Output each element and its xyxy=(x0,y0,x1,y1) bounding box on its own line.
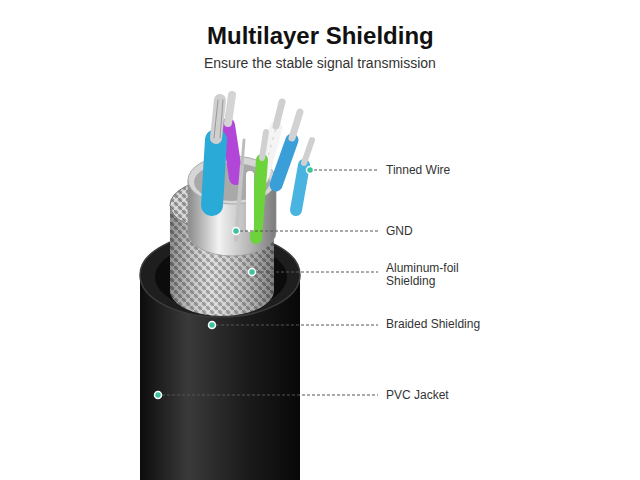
tinned-strands-part xyxy=(228,95,232,123)
inner-wires-part xyxy=(228,125,236,178)
tinned-strands-part xyxy=(242,140,244,165)
tinned-strands-part xyxy=(214,100,218,138)
leader-lines-part xyxy=(162,395,378,396)
tinned-strands-part xyxy=(304,140,312,163)
callout-label: Aluminum-foil Shielding xyxy=(385,262,482,288)
callout-label: PVC Jacket xyxy=(385,389,450,402)
tinned-strands-part xyxy=(216,100,220,138)
callout-dots-part xyxy=(307,167,314,174)
tinned-strands-part xyxy=(276,102,282,126)
callout-dots-part xyxy=(233,228,240,235)
inner-wires-part xyxy=(246,175,254,228)
leader-lines-part xyxy=(256,272,378,273)
tinned-strands-part xyxy=(262,132,266,158)
leader-lines-part xyxy=(216,325,378,326)
tinned-strands-part xyxy=(220,100,223,138)
callout-dots-part xyxy=(249,269,256,276)
inner-wires-part xyxy=(212,140,216,205)
leader-lines-part xyxy=(240,231,378,232)
callout-dots-part xyxy=(209,322,216,329)
inner-wires xyxy=(212,125,304,240)
callout-label: Braided Shielding xyxy=(385,318,482,331)
leader-lines-part xyxy=(314,170,378,171)
title: Multilayer Shielding xyxy=(207,22,434,50)
callout-label: Tinned Wire xyxy=(385,164,451,177)
subtitle: Ensure the stable signal transmission xyxy=(204,55,436,71)
leader-lines xyxy=(162,170,378,395)
inner-wires-part xyxy=(256,160,262,238)
tinned-strands xyxy=(214,95,312,165)
callout-dots xyxy=(155,167,314,399)
callout-dots-part xyxy=(155,392,162,399)
tinned-strands-part xyxy=(292,112,300,138)
inner-wires-part xyxy=(296,165,304,210)
inner-wires-part xyxy=(276,140,292,185)
callout-label: GND xyxy=(385,225,414,238)
